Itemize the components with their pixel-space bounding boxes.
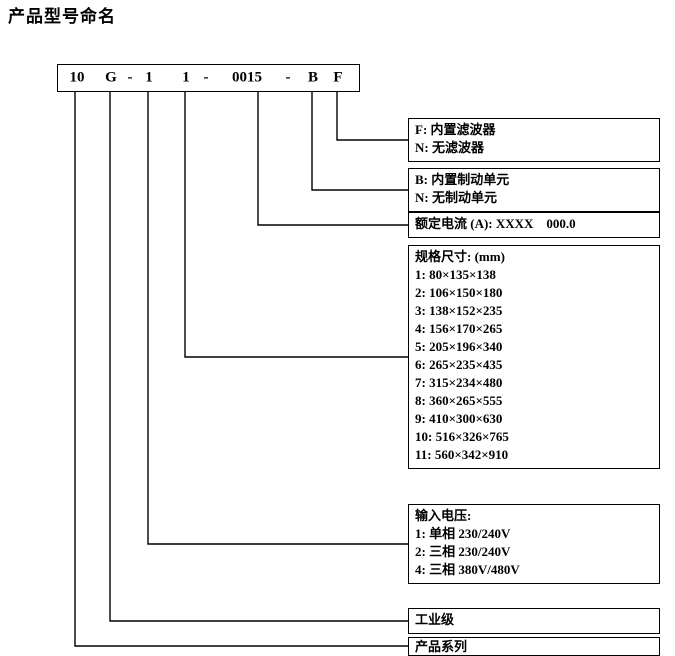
text-line: 1: 单相 230/240V <box>415 526 511 541</box>
connector-input-voltage <box>147 92 408 545</box>
model-segment: - <box>285 69 291 86</box>
callout-brake: B: 内置制动单元 N: 无制动单元 <box>408 168 660 212</box>
model-segment: 1 <box>182 69 190 86</box>
text-line: 工业级 <box>415 612 455 627</box>
text-line: 5: 205×196×340 <box>415 339 503 354</box>
text-line: 2: 三相 230/240V <box>415 544 511 559</box>
callout-industrial: 工业级 <box>408 608 660 634</box>
text-line: 4: 156×170×265 <box>415 321 503 336</box>
text-line: N: 无制动单元 <box>415 190 497 205</box>
text-line: 规格尺寸: (mm) <box>415 249 505 264</box>
text-line: 1: 80×135×138 <box>415 267 496 282</box>
model-segment: F <box>333 69 343 86</box>
text-line: N: 无滤波器 <box>415 140 484 155</box>
connector-industrial <box>109 92 408 622</box>
text-line: 3: 138×152×235 <box>415 303 503 318</box>
callout-input-voltage: 输入电压: 1: 单相 230/240V 2: 三相 230/240V 4: 三相 3… <box>408 504 660 584</box>
callout-product-series: 产品系列 <box>408 637 660 656</box>
text-line: B: 内置制动单元 <box>415 172 510 187</box>
model-segment: 1 <box>145 69 153 86</box>
model-segment: - <box>203 69 209 86</box>
callout-filter: F: 内置滤波器 N: 无滤波器 <box>408 118 660 162</box>
page-title: 产品型号命名 <box>8 7 116 26</box>
text-line: 9: 410×300×630 <box>415 411 503 426</box>
text-line: 11: 560×342×910 <box>415 447 509 462</box>
text-line: 8: 360×265×555 <box>415 393 503 408</box>
connector-brake <box>311 92 408 191</box>
connector-product-series <box>74 92 408 647</box>
callout-dimensions: 规格尺寸: (mm) 1: 80×135×138 2: 106×150×180 3: … <box>408 245 660 469</box>
text-line: 4: 三相 380V/480V <box>415 562 520 577</box>
text-line: F: 内置滤波器 <box>415 122 496 137</box>
model-segment: 10 <box>69 69 85 86</box>
model-code-box: 10 G - 1 1 - 0015 - B F <box>57 64 360 92</box>
model-segment: G <box>105 69 117 86</box>
text-line: 2: 106×150×180 <box>415 285 503 300</box>
text-line: 10: 516×326×765 <box>415 429 509 444</box>
text-line: 7: 315×234×480 <box>415 375 503 390</box>
connector-filter <box>336 92 408 141</box>
text-line: 输入电压: <box>415 508 472 523</box>
connector-rated-current <box>257 92 408 226</box>
text-line: 产品系列 <box>415 639 468 654</box>
model-segment: - <box>127 69 133 86</box>
text-line: 额定电流 (A): XXXX 000.0 <box>415 216 576 231</box>
connector-dimensions <box>184 92 408 358</box>
model-segment: 0015 <box>232 69 262 86</box>
callout-rated-current: 额定电流 (A): XXXX 000.0 <box>408 212 660 238</box>
text-line: 6: 265×235×435 <box>415 357 503 372</box>
model-segment: B <box>307 69 319 86</box>
